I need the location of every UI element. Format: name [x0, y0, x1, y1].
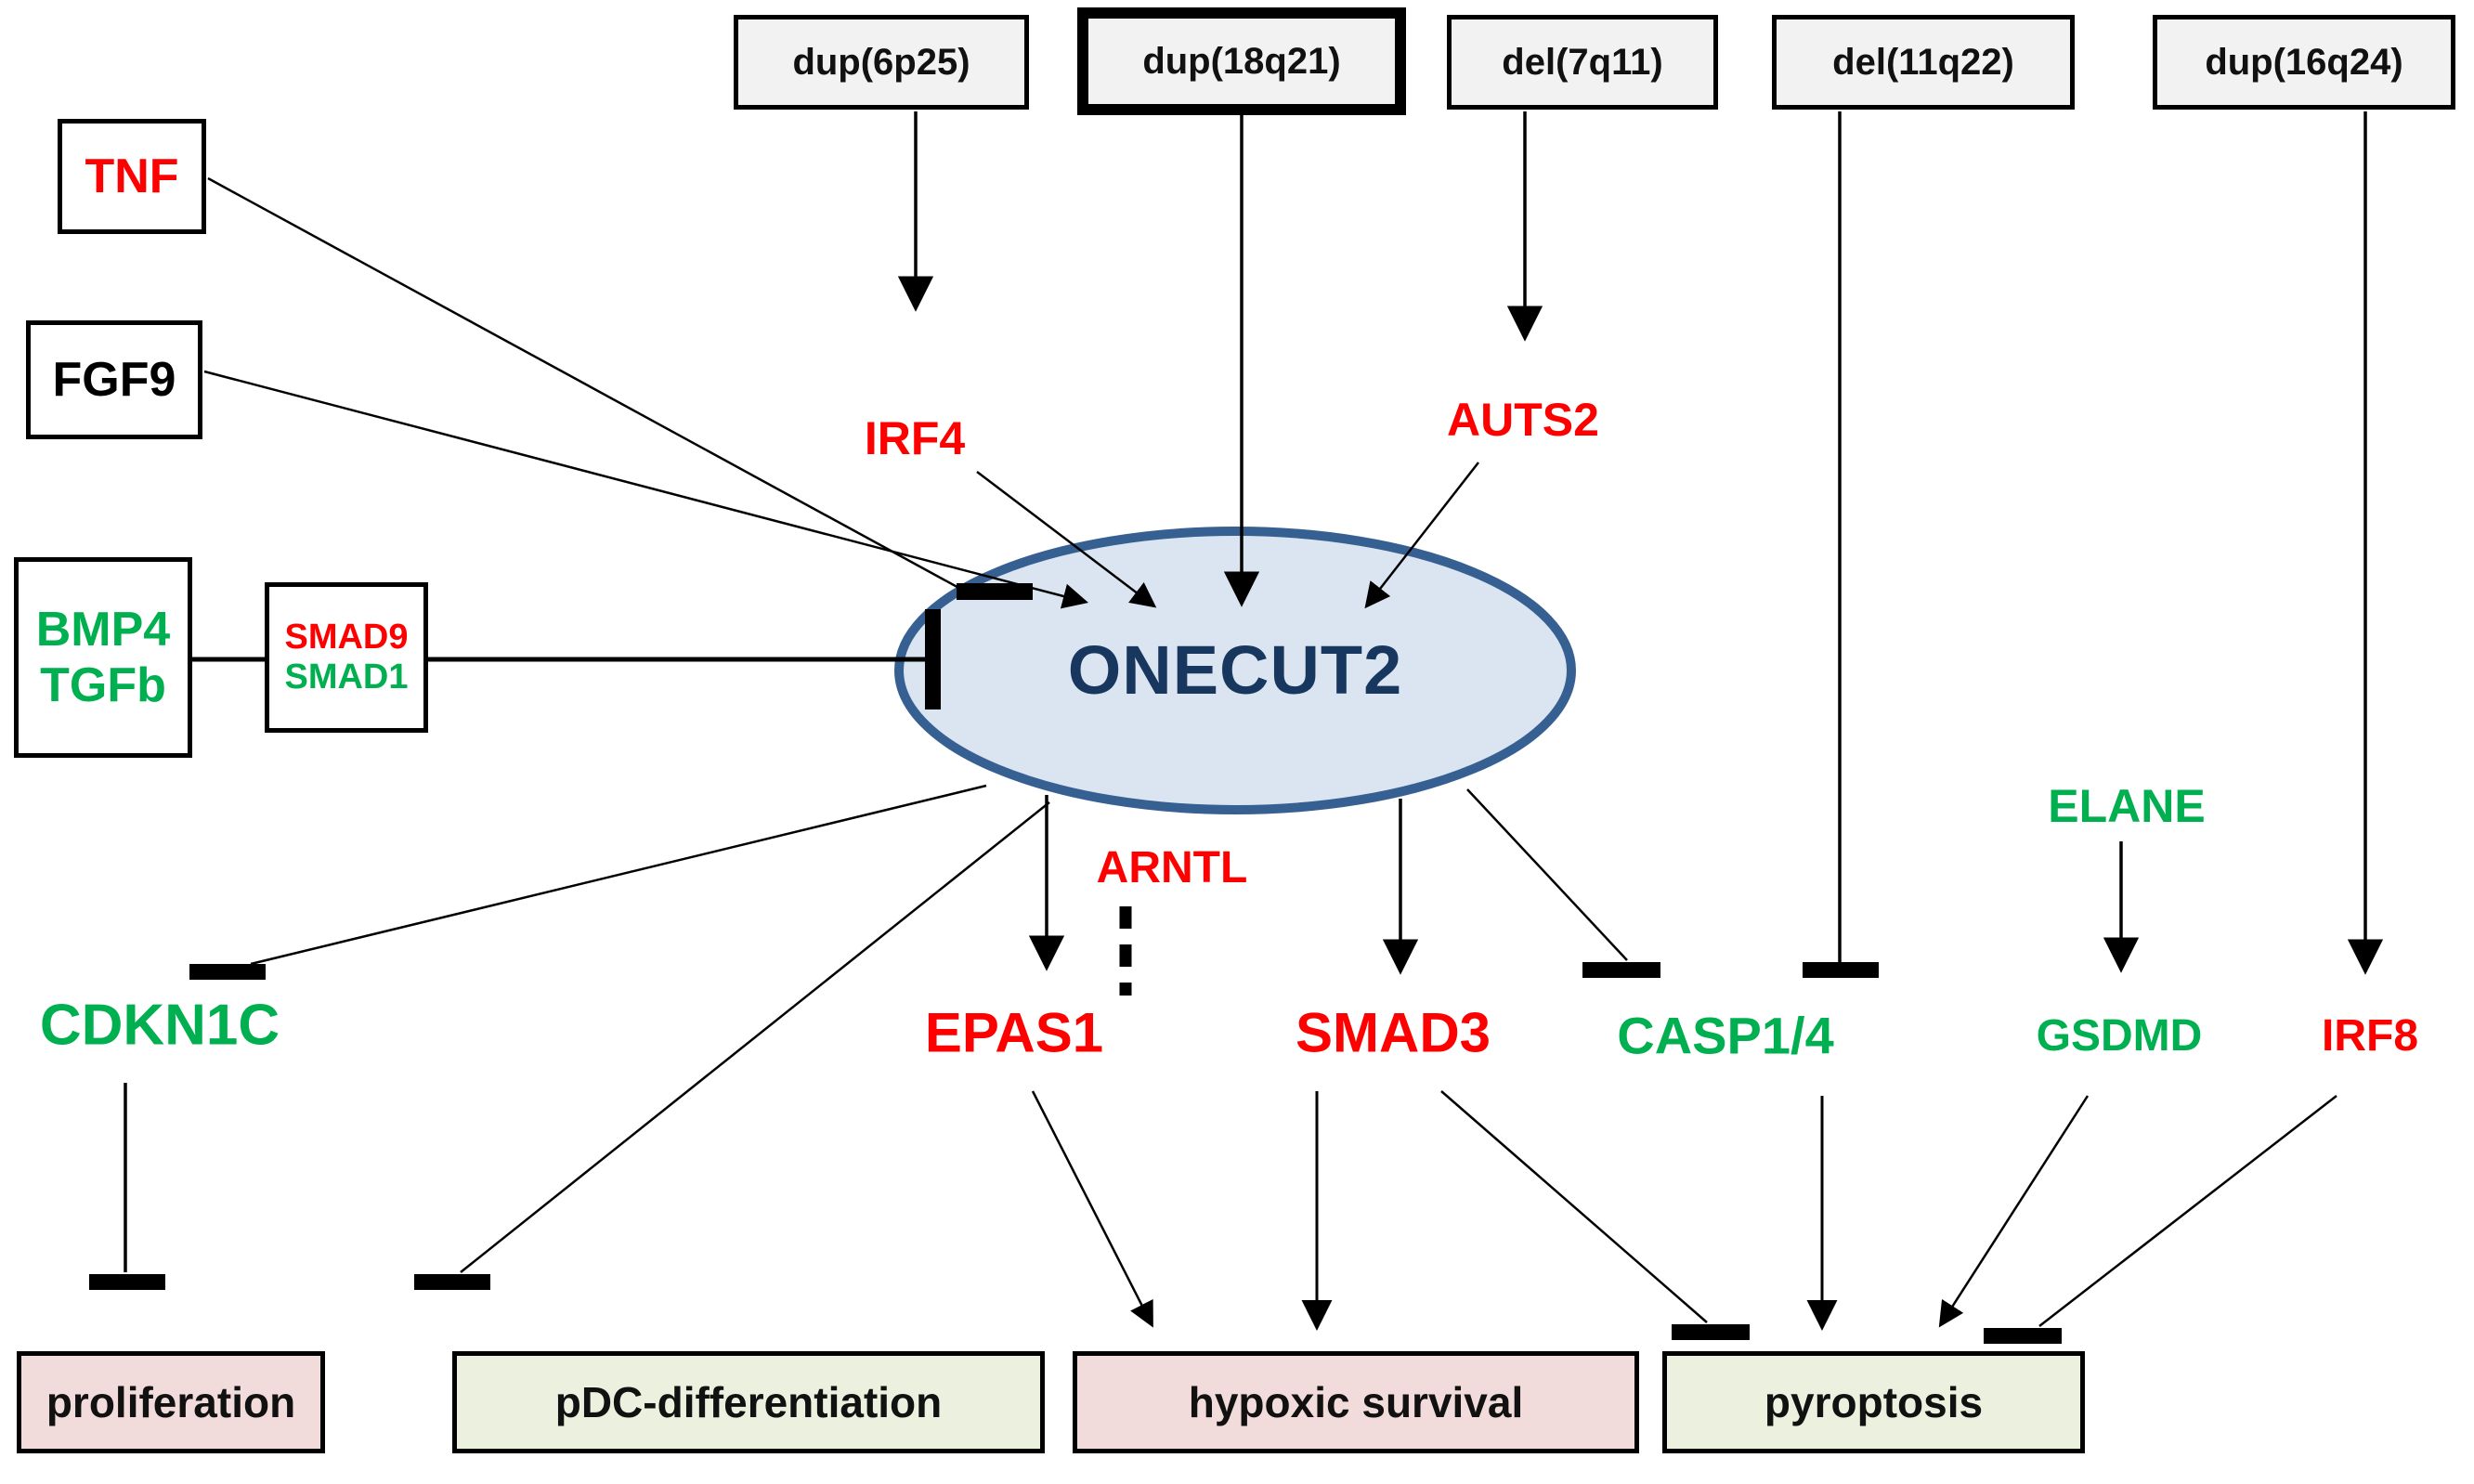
- line-onecut2-to-casp14: [1466, 788, 1628, 961]
- ligand-box-fgf9: FGF9: [26, 320, 202, 439]
- inhibition-bar-cdkn1c-proliferation: [89, 1274, 165, 1290]
- gene-label-auts2: AUTS2: [1447, 393, 1599, 446]
- inhibition-bar-smad-onecut2: [925, 609, 941, 709]
- outcome-box-proliferation: proliferation: [17, 1351, 325, 1453]
- gene-label-irf4: IRF4: [864, 411, 966, 464]
- onecut2-hub-label: ONECUT2: [1067, 631, 1403, 709]
- line-smad3-to-pyroptosis: [1440, 1090, 1708, 1323]
- mediator-box-smad9-smad1: SMAD9 SMAD1: [265, 582, 428, 733]
- line-irf8-to-pyroptosis: [2038, 1095, 2337, 1327]
- line-tnf-to-onecut2: [207, 176, 965, 592]
- gene-label-arntl: ARNTL: [1096, 842, 1248, 892]
- arrow-fgf9-to-onecut2: [203, 370, 1088, 609]
- tgfb-label: TGFb: [40, 658, 166, 712]
- aberration-box-del11q22: del(11q22): [1772, 15, 2075, 110]
- tnf-label: TNF: [85, 150, 179, 203]
- gene-label-irf8: IRF8: [2321, 1010, 2419, 1061]
- inhibition-bar-irf8-pyroptosis: [1984, 1328, 2062, 1344]
- aberration-box-del7q11: del(7q11): [1447, 15, 1718, 110]
- inhibition-bar-smad3-pyroptosis: [1672, 1324, 1750, 1340]
- gene-label-casp14: CASP1/4: [1617, 1006, 1834, 1065]
- gene-label-elane: ELANE: [2048, 779, 2206, 832]
- gene-label-gsdmd: GSDMD: [2036, 1010, 2203, 1061]
- fgf9-label: FGF9: [52, 353, 176, 407]
- smad9-label: SMAD9: [284, 618, 409, 657]
- inhibition-bar-onecut2-casp14: [1582, 962, 1660, 978]
- outcome-box-hypoxic-survival: hypoxic survival: [1073, 1351, 1639, 1453]
- gene-label-cdkn1c: CDKN1C: [39, 993, 280, 1058]
- inhibition-bar-onecut2-pdc: [414, 1274, 490, 1290]
- ligand-box-bmp4-tgfb: BMP4 TGFb: [14, 557, 192, 758]
- inhibition-bar-onecut2-cdkn1c: [189, 964, 266, 980]
- line-onecut2-to-pdc: [460, 801, 1050, 1273]
- ligand-box-tnf: TNF: [58, 119, 206, 234]
- arrow-gsdmd-to-pyroptosis: [1938, 1095, 2090, 1328]
- arrow-irf4-to-onecut2: [976, 471, 1157, 608]
- bmp4-label: BMP4: [35, 603, 171, 657]
- line-onecut2-to-cdkn1c: [250, 784, 987, 966]
- outcome-box-pdc-differentiation: pDC-differentiation: [452, 1351, 1045, 1453]
- aberration-box-dup16q24: dup(16q24): [2153, 15, 2455, 110]
- arrow-auts2-to-onecut2: [1364, 462, 1479, 609]
- aberration-box-dup18q21: dup(18q21): [1077, 7, 1406, 115]
- inhibition-bar-tnf-onecut2: [957, 583, 1033, 600]
- smad1-label: SMAD1: [284, 657, 409, 696]
- inhibition-bar-del11q22-casp14: [1803, 962, 1879, 978]
- gene-label-epas1: EPAS1: [924, 1001, 1104, 1064]
- aberration-box-dup6p25: dup(6p25): [734, 15, 1029, 110]
- gene-label-smad3: SMAD3: [1295, 1001, 1491, 1064]
- arrow-epas1-to-hypoxic: [1031, 1090, 1153, 1328]
- outcome-box-pyroptosis: pyroptosis: [1662, 1351, 2085, 1453]
